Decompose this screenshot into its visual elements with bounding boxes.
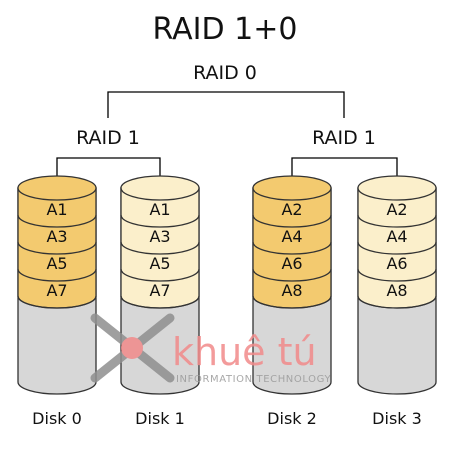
block-label: A1 bbox=[149, 200, 170, 219]
block-label: A8 bbox=[281, 281, 302, 300]
disk-name: Disk 3 bbox=[372, 409, 422, 428]
block-label: A7 bbox=[46, 281, 67, 300]
block-label: A5 bbox=[46, 254, 67, 273]
block-separator bbox=[17, 295, 97, 309]
watermark: khuê tú INFORMATION TECHNOLOGY bbox=[90, 313, 331, 385]
block-label: A1 bbox=[46, 200, 67, 219]
raid1-left-label: RAID 1 bbox=[76, 127, 140, 149]
block-separator bbox=[120, 268, 200, 282]
disk-top-cap bbox=[17, 175, 97, 201]
block-separator bbox=[252, 295, 332, 309]
disk-top-cap bbox=[357, 175, 437, 201]
raid0-connector bbox=[107, 91, 345, 118]
block-label: A6 bbox=[281, 254, 302, 273]
watermark-tagline: INFORMATION TECHNOLOGY bbox=[176, 374, 331, 385]
block-separator bbox=[120, 241, 200, 255]
block-label: A4 bbox=[386, 227, 407, 246]
block-label: A7 bbox=[149, 281, 170, 300]
block-label: A4 bbox=[281, 227, 302, 246]
diagram-title: RAID 1+0 bbox=[153, 12, 298, 47]
block-separator bbox=[252, 241, 332, 255]
disk-name: Disk 1 bbox=[135, 409, 185, 428]
raid1-left-connector bbox=[56, 157, 161, 178]
block-separator bbox=[120, 295, 200, 309]
block-label: A2 bbox=[386, 200, 407, 219]
disk-name: Disk 0 bbox=[32, 409, 82, 428]
watermark-brand: khuê tú bbox=[172, 330, 317, 374]
block-separator bbox=[357, 268, 437, 282]
block-separator bbox=[357, 241, 437, 255]
raid1-right-connector bbox=[291, 157, 398, 178]
raid0-label: RAID 0 bbox=[193, 62, 257, 84]
block-separator bbox=[17, 268, 97, 282]
block-label: A8 bbox=[386, 281, 407, 300]
block-label: A3 bbox=[46, 227, 67, 246]
block-label: A3 bbox=[149, 227, 170, 246]
block-separator bbox=[357, 214, 437, 228]
block-label: A5 bbox=[149, 254, 170, 273]
block-separator bbox=[120, 214, 200, 228]
disk-name: Disk 2 bbox=[267, 409, 317, 428]
block-label: A6 bbox=[386, 254, 407, 273]
disk-top-cap bbox=[120, 175, 200, 201]
disk-top-cap bbox=[252, 175, 332, 201]
block-label: A2 bbox=[281, 200, 302, 219]
block-separator bbox=[17, 214, 97, 228]
block-separator bbox=[252, 268, 332, 282]
block-separator bbox=[357, 295, 437, 309]
watermark-logo bbox=[90, 313, 175, 383]
block-separator bbox=[17, 241, 97, 255]
raid1-right-label: RAID 1 bbox=[312, 127, 376, 149]
block-separator bbox=[252, 214, 332, 228]
